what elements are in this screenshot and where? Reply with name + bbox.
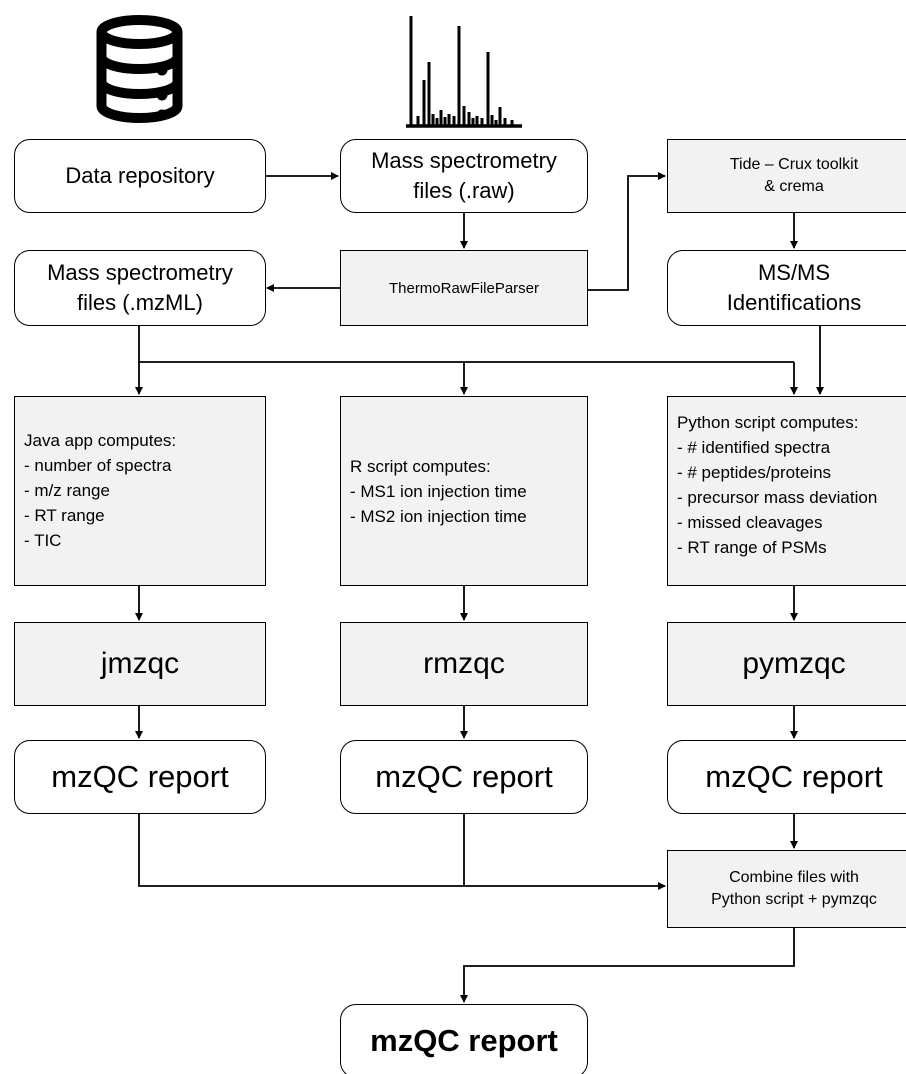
report-py-label: mzQC report	[705, 759, 883, 794]
tide-line-2: & crema	[764, 178, 824, 195]
java-item: - TIC	[24, 531, 62, 550]
arrow-report-java-r-to-combine	[138, 814, 666, 890]
combine-line-2: Python script + pymzqc	[711, 891, 877, 908]
java-app-computes-box: Java app computes: - number of spectra -…	[14, 396, 266, 586]
final-report-label: mzQC report	[370, 1023, 558, 1058]
rmzqc-label: rmzqc	[423, 647, 505, 680]
report-r-label: mzQC report	[375, 759, 553, 794]
pymzqc-label: pymzqc	[742, 647, 846, 680]
mass-spectrum-icon	[406, 16, 522, 128]
mzqc-report-python-node: mzQC report	[667, 740, 906, 814]
final-mzqc-report-node: mzQC report	[340, 1004, 588, 1074]
combine-line-1: Combine files with	[729, 869, 859, 886]
thermo-raw-file-parser-node: ThermoRawFileParser	[340, 250, 588, 326]
tide-line-1: Tide – Crux toolkit	[729, 156, 859, 173]
arrow-parser-to-tide	[588, 172, 666, 291]
pymzqc-node: pymzqc	[667, 622, 906, 706]
python-item: - precursor mass deviation	[677, 488, 878, 507]
python-item: - missed cleavages	[677, 513, 823, 532]
data-repository-node: Data repository	[14, 139, 266, 213]
ms-raw-files-node: Mass spectrometry files (.raw)	[340, 139, 588, 213]
java-item: - m/z range	[24, 481, 110, 500]
rmzqc-node: rmzqc	[340, 622, 588, 706]
msms-line-2: Identifications	[726, 290, 862, 315]
python-item: - # identified spectra	[677, 438, 831, 457]
python-heading: Python script computes:	[677, 413, 859, 432]
java-item: - number of spectra	[24, 456, 172, 475]
parser-label: ThermoRawFileParser	[388, 279, 540, 297]
msms-line-1: MS/MS	[757, 260, 831, 285]
java-heading: Java app computes:	[24, 431, 177, 450]
ms-mzml-line-2: files (.mzML)	[77, 290, 203, 315]
ms-raw-line-1: Mass spectrometry	[371, 148, 557, 173]
r-script-computes-box: R script computes: - MS1 ion injection t…	[340, 396, 588, 586]
report-java-label: mzQC report	[51, 759, 229, 794]
r-heading: R script computes:	[350, 457, 491, 476]
ms-mzml-line-1: Mass spectrometry	[47, 260, 233, 285]
mzqc-report-java-node: mzQC report	[14, 740, 266, 814]
database-icon	[96, 15, 183, 123]
python-item: - RT range of PSMs	[677, 538, 827, 557]
ms-raw-line-2: files (.raw)	[413, 178, 515, 203]
msms-identifications-node: MS/MS Identifications	[667, 250, 906, 326]
python-item: - # peptides/proteins	[677, 463, 832, 482]
r-item: - MS1 ion injection time	[350, 482, 527, 501]
java-item: - RT range	[24, 506, 105, 525]
data-repository-label: Data repository	[65, 163, 215, 188]
line-mzml-branch	[138, 326, 794, 363]
jmzqc-label: jmzqc	[100, 647, 180, 680]
tide-crux-node: Tide – Crux toolkit & crema	[667, 139, 906, 213]
jmzqc-node: jmzqc	[14, 622, 266, 706]
python-script-computes-box: Python script computes: - # identified s…	[667, 396, 906, 586]
ms-mzml-files-node: Mass spectrometry files (.mzML)	[14, 250, 266, 326]
mzqc-report-r-node: mzQC report	[340, 740, 588, 814]
combine-files-node: Combine files with Python script + pymzq…	[667, 850, 906, 928]
r-item: - MS2 ion injection time	[350, 507, 527, 526]
arrow-combine-to-final	[460, 928, 795, 1003]
